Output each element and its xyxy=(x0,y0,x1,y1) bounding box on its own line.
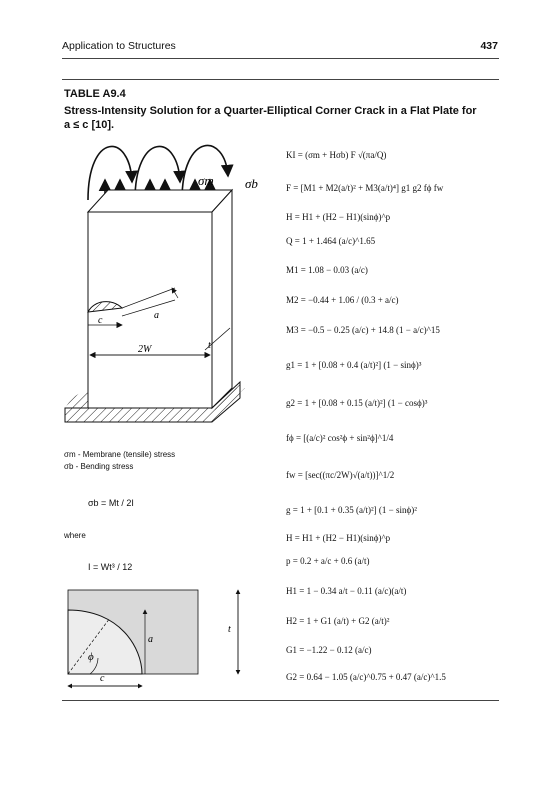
fig1-c-label: c xyxy=(98,315,103,326)
equation-ki: KI = (σm + Hσb) F √(πa/Q) xyxy=(286,150,387,160)
sigma-b-formula: σb = Mt / 2I xyxy=(88,498,134,508)
table-title: Stress-Intensity Solution for a Quarter-… xyxy=(64,105,477,131)
fig1-2w-label: 2W xyxy=(138,344,153,355)
membrane-legend: σm - Membrane (tensile) stress xyxy=(64,450,176,459)
page-number: 437 xyxy=(480,40,498,52)
sigma-m-label: σm xyxy=(198,173,214,188)
equation-m1: M1 = 1.08 − 0.03 (a/c) xyxy=(286,265,368,275)
equation-m3: M3 = −0.5 − 0.25 (a/c) + 14.8 (1 − a/c)^… xyxy=(286,325,440,335)
table-top-rule xyxy=(62,79,499,80)
inertia-formula: I = Wt³ / 12 xyxy=(88,562,133,572)
equation-g1: g1 = 1 + [0.08 + 0.4 (a/t)²] (1 − sinϕ)³ xyxy=(286,360,422,370)
header-rule xyxy=(62,58,499,59)
equation-g2: g2 = 1 + [0.08 + 0.15 (a/t)²] (1 − cosϕ)… xyxy=(286,398,428,408)
equation-g2-coef: G2 = 0.64 − 1.05 (a/c)^0.75 + 0.47 (a/c)… xyxy=(286,672,446,682)
equation-h-repeat: H = H1 + (H2 − H1)(sinϕ)^p xyxy=(286,533,391,543)
equation-f: F = [M1 + M2(a/t)² + M3(a/t)⁴] g1 g2 fϕ … xyxy=(286,183,444,193)
bending-arc-2 xyxy=(134,145,186,201)
equation-g1-coef: G1 = −1.22 − 0.12 (a/c) xyxy=(286,645,372,655)
crack-geometry-figure: ϕ a c t xyxy=(67,589,241,689)
running-header: Application to Structures 437 xyxy=(62,40,498,56)
fig2-c-label: c xyxy=(100,673,105,684)
equation-fphi: fϕ = [(a/c)² cos²ϕ + sin²ϕ]^1/4 xyxy=(286,433,394,443)
plate-figure: a c 2W t σm σb xyxy=(64,144,258,423)
fig2-t-label: t xyxy=(228,624,231,635)
equation-q: Q = 1 + 1.464 (a/c)^1.65 xyxy=(286,236,376,246)
equation-p: p = 0.2 + a/c + 0.6 (a/t) xyxy=(286,556,370,566)
corner-crack xyxy=(87,301,124,313)
equation-g: g = 1 + [0.1 + 0.35 (a/t)²] (1 − sinϕ)² xyxy=(286,505,417,515)
where-label: where xyxy=(64,531,86,540)
sigma-b-label: σb xyxy=(245,176,258,191)
equation-fw: fw = [sec((πc/2W)√(a/t))]^1/2 xyxy=(286,470,395,480)
fig1-a-label: a xyxy=(154,310,159,321)
phi-label: ϕ xyxy=(88,651,94,663)
equation-m2: M2 = −0.44 + 1.06 / (0.3 + a/c) xyxy=(286,295,399,305)
bending-arc-3 xyxy=(181,144,234,201)
fig1-t-label: t xyxy=(208,340,211,351)
table-bottom-rule xyxy=(62,700,499,701)
bending-arc-1 xyxy=(87,145,138,201)
equation-h2: H2 = 1 + G1 (a/t) + G2 (a/t)² xyxy=(286,616,390,626)
fig2-a-label: a xyxy=(148,634,153,645)
table-label: TABLE A9.4 xyxy=(64,88,126,100)
equation-h: H = H1 + (H2 − H1)(sinϕ)^p xyxy=(286,212,391,222)
equation-h1: H1 = 1 − 0.34 a/t − 0.11 (a/c)(a/t) xyxy=(286,586,407,596)
section-title: Application to Structures xyxy=(62,40,176,52)
bending-legend: σb - Bending stress xyxy=(64,462,134,471)
